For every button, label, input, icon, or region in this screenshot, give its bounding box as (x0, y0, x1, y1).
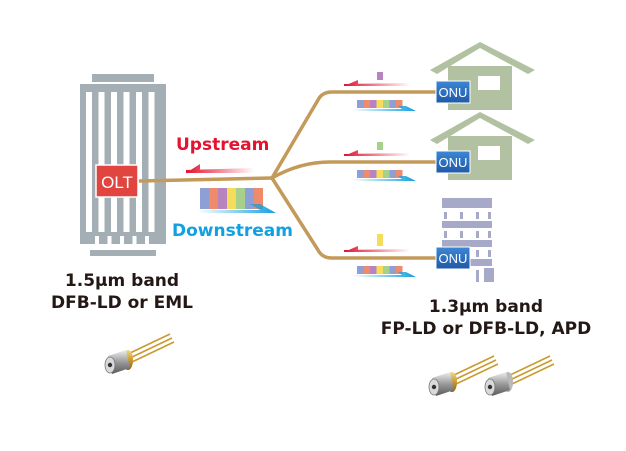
packet (396, 100, 403, 108)
packet (357, 266, 364, 274)
upstream-burst (377, 234, 383, 246)
fiber-branch-2 (270, 160, 440, 180)
packet (200, 188, 209, 209)
upstream-arrow-icon (344, 150, 410, 156)
downstream-arrow-icon (352, 272, 416, 277)
packet (383, 266, 390, 274)
packet (383, 170, 390, 178)
downstream-label: Downstream (172, 221, 293, 241)
packet (396, 266, 403, 274)
fiber-branch-3 (270, 176, 440, 260)
right-caption: 1.3µm band FP-LD or DFB-LD, APD (366, 296, 606, 340)
window-stripe (120, 236, 124, 250)
packet (254, 188, 263, 209)
right-caption-device: FP-LD or DFB-LD, APD (380, 319, 592, 339)
onu-box-3: ONU (435, 246, 471, 270)
upstream-label: Upstream (176, 135, 269, 155)
laser-diode-1550-icon (104, 333, 175, 374)
window-stripe (148, 92, 155, 232)
packet (370, 100, 377, 108)
branch-signal-3 (344, 234, 416, 277)
packet (236, 188, 245, 209)
packet (389, 170, 396, 178)
packet (227, 188, 236, 209)
packet (218, 188, 227, 209)
packet (357, 100, 364, 108)
packet (363, 100, 370, 108)
olt-building-icon (80, 74, 166, 256)
onu-label: ONU (439, 251, 468, 266)
upstream-arrow-icon (344, 246, 410, 252)
packet (370, 266, 377, 274)
right-caption-band: 1.3µm band (428, 297, 544, 317)
branch-signal-1 (344, 72, 416, 111)
olt-box: OLT (95, 164, 139, 198)
left-caption-device: DFB-LD or EML (51, 293, 193, 313)
packet (209, 188, 218, 209)
window-stripe (123, 92, 130, 232)
olt-label: OLT (101, 173, 133, 192)
onu-label: ONU (439, 155, 468, 170)
window-stripe (132, 236, 137, 250)
packet (389, 100, 396, 108)
window-stripe (86, 92, 92, 232)
left-caption-band: 1.5µm band (64, 271, 180, 291)
branch-signal-2 (344, 142, 416, 181)
upstream-arrow-icon (344, 80, 410, 86)
onu-box-2: ONU (435, 150, 471, 174)
window-stripe (111, 92, 117, 232)
fiber-network (138, 90, 440, 260)
packet (376, 100, 383, 108)
downstream-packets (200, 188, 263, 209)
packet (376, 266, 383, 274)
packet (389, 266, 396, 274)
photodiode-apd-icon (484, 355, 555, 396)
window-stripe (107, 236, 112, 250)
window-stripe (95, 236, 99, 250)
onu-box-1: ONU (435, 80, 471, 104)
upstream-burst (377, 142, 383, 150)
packet (383, 100, 390, 108)
window-stripe (98, 92, 105, 232)
downstream-arrow-icon (198, 204, 276, 213)
fiber-branch-1 (270, 90, 440, 180)
onu-label: ONU (439, 85, 468, 100)
laser-diode-1310-icon-1 (428, 355, 499, 396)
packet (396, 170, 403, 178)
packet (370, 170, 377, 178)
downstream-arrow-icon (352, 176, 416, 181)
upstream-arrow-icon (186, 164, 254, 173)
window-stripe (136, 92, 142, 232)
downstream-arrow-icon (352, 106, 416, 111)
left-caption: 1.5µm band DFB-LD or EML (22, 270, 222, 314)
upstream-burst (377, 72, 383, 80)
packet (245, 188, 254, 209)
packet (357, 170, 364, 178)
window-stripe (145, 236, 149, 250)
fiber-trunk (138, 176, 274, 183)
packet (363, 170, 370, 178)
packet (376, 170, 383, 178)
packet (363, 266, 370, 274)
